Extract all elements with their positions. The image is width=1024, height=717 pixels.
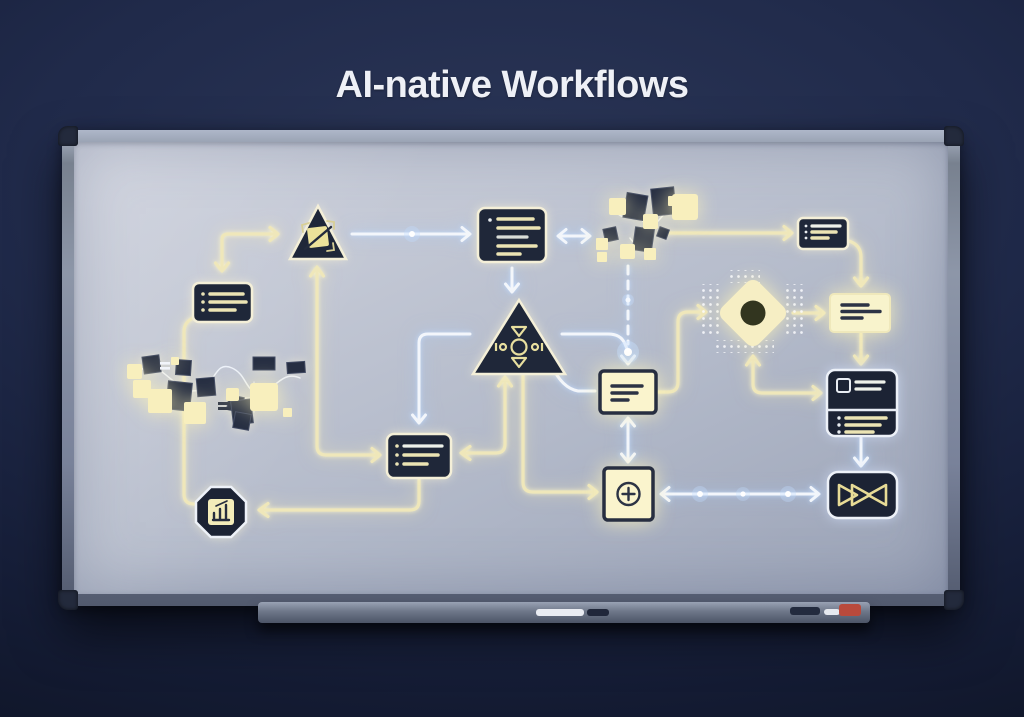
node-cluster-top (596, 186, 698, 262)
capture-triangle (287, 203, 349, 261)
text-lines-icon (840, 303, 882, 320)
dark-marker-right (790, 607, 820, 615)
connector-listcard-octagon (259, 478, 421, 512)
doc-card-middle (598, 369, 658, 415)
bar-chart-icon (208, 499, 234, 525)
connector-router-listcard (417, 332, 472, 422)
detail-card-split (825, 368, 899, 438)
text-lines-icon (610, 384, 644, 402)
white-connectors (350, 226, 869, 502)
page-title: AI-native Workflows (335, 64, 689, 106)
halftone-dots (698, 270, 807, 353)
glow-beads (404, 226, 796, 502)
hub-arrows-icon (494, 325, 544, 369)
frame-corner (944, 590, 964, 610)
bullet-list-icon (488, 217, 541, 256)
dark-marker (587, 609, 609, 616)
crop-icon (300, 220, 336, 252)
connector-doc-diamond (656, 310, 705, 394)
bullet-list-icon (395, 444, 444, 466)
connector-right-into-listcard (461, 376, 507, 455)
doc-card-right (829, 293, 891, 333)
list-card-top (476, 206, 548, 264)
white-marker-small (824, 609, 840, 615)
frame-corner (944, 126, 964, 146)
connector-rail-capture (315, 266, 380, 457)
bullet-list-icon (804, 224, 842, 240)
plus-circle-icon (616, 481, 641, 507)
metrics-octagon (194, 485, 248, 539)
marker-tray (258, 602, 870, 623)
form-list-icon (836, 378, 888, 434)
decision-diamond (719, 279, 787, 347)
frame-corner (58, 590, 78, 610)
connector-router-addstep (521, 372, 595, 494)
notes-card-left (191, 281, 254, 324)
router-triangle (470, 297, 568, 376)
white-marker (536, 609, 584, 616)
bowtie-icon (837, 483, 888, 507)
brief-card-topright (796, 216, 850, 251)
node-cluster-left (127, 354, 306, 431)
connector-diamond-splitcard (751, 356, 819, 395)
list-card-bottom (385, 432, 453, 480)
merge-box (826, 470, 899, 520)
connector-branch-triangle-notes (220, 232, 278, 272)
frame-corner (58, 126, 78, 146)
bullet-list-icon (201, 292, 248, 312)
add-step-square (602, 466, 655, 522)
connector-router-docmid-top (560, 332, 630, 353)
connector-brief-docright (847, 239, 863, 285)
dot-icon (740, 300, 766, 326)
red-eraser (839, 604, 861, 616)
